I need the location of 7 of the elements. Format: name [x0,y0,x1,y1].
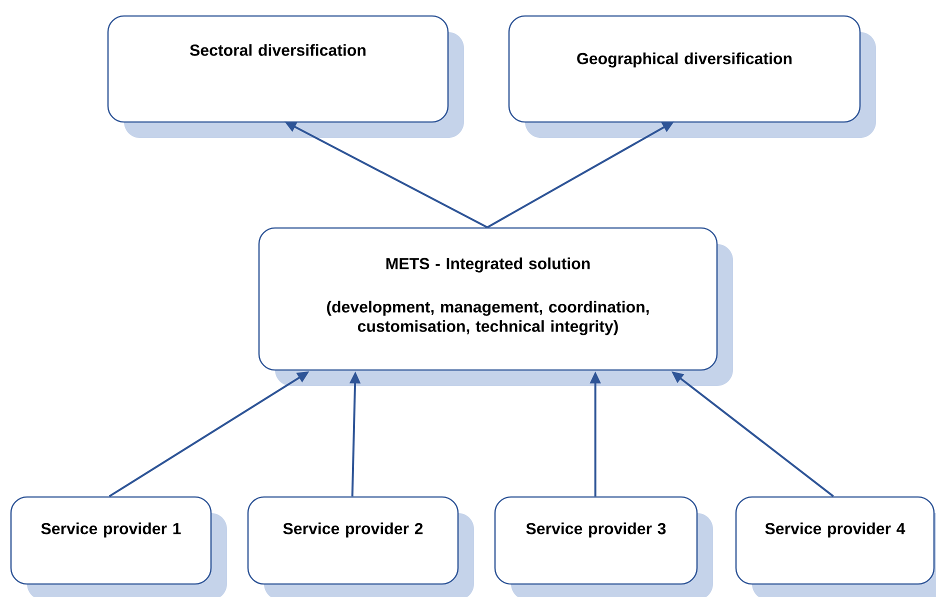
process-box: Service provider 2 [247,496,474,597]
process-box: Service provider 3 [494,496,713,597]
process-box: Service provider 4 [735,496,936,597]
process-box: Service provider 1 [10,496,227,597]
process-box: Sectoral diversification [107,15,464,138]
process-box: Geographical diversification [508,15,876,138]
process-box: METS - Integrated solution (development, management, coordination, customisation, technical integrity) [258,227,733,386]
